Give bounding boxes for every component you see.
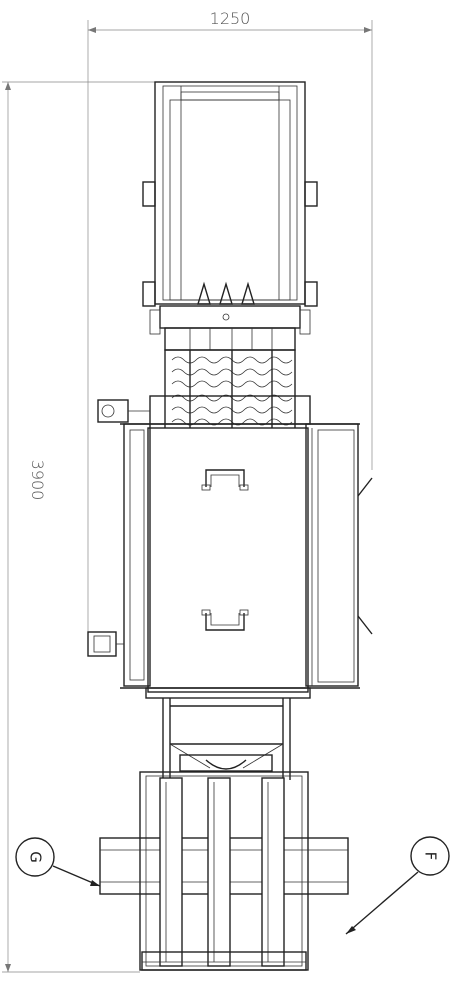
callout-g-bubble [15, 837, 55, 877]
callout-g: G [15, 837, 101, 887]
height-dimension: 3900 [2, 81, 160, 973]
width-dimension: 1250 [87, 9, 373, 640]
base-assembly [99, 771, 349, 971]
cross-plate [149, 305, 311, 351]
callout-g-label: G [27, 851, 45, 863]
spring-stack [97, 349, 311, 431]
callout-f-bubble [410, 836, 450, 876]
hopper-frame [142, 81, 318, 307]
height-dimension-value: 3900 [28, 460, 47, 501]
callout-f: F [345, 836, 450, 935]
lower-frame [162, 698, 291, 780]
width-dimension-value: 1250 [210, 9, 251, 28]
callout-f-label: F [422, 852, 440, 861]
main-body [87, 423, 373, 699]
